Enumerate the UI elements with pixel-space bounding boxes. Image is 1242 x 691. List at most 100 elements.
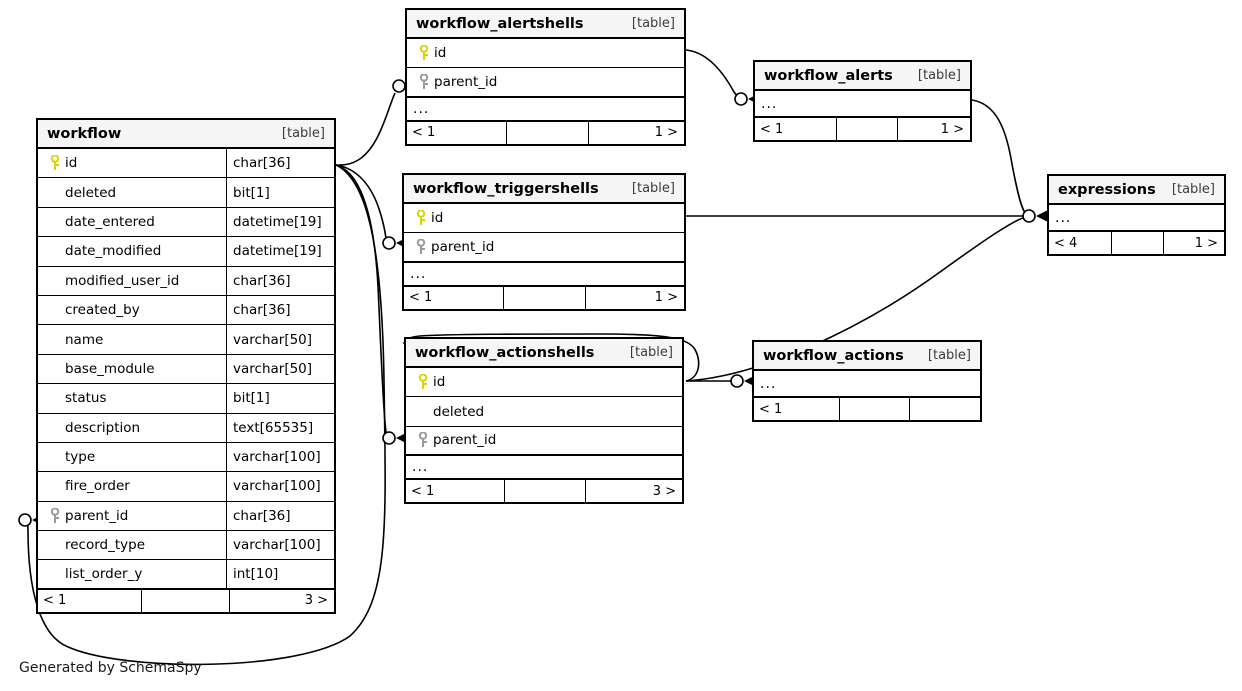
footer-parent-count: < 4	[1049, 232, 1112, 254]
table-row[interactable]: type varchar[100]	[38, 442, 334, 473]
edge-workflow-to-triggershells	[335, 164, 387, 239]
table-row[interactable]: deleted	[406, 397, 682, 427]
table-row[interactable]: parent_id	[406, 427, 682, 457]
table-more-columns-indicator: ...	[754, 371, 980, 398]
table-header-workflow-triggershells: workflow_triggershells [table]	[404, 175, 684, 204]
footer-parent-count: < 1	[755, 118, 837, 140]
column-name-cell: list_order_y	[38, 560, 226, 587]
table-row[interactable]: parent_id	[407, 68, 684, 98]
footer-child-count: 1 >	[654, 290, 678, 306]
table-row[interactable]: id	[406, 368, 682, 398]
column-label: modified_user_id	[65, 272, 180, 289]
table-kind-label: [table]	[1171, 182, 1215, 197]
column-type-cell: char[36]	[226, 501, 334, 531]
table-row[interactable]: base_module varchar[50]	[38, 354, 334, 385]
foreign-key-icon	[45, 507, 65, 524]
column-label: deleted	[433, 403, 485, 420]
column-label: list_order_y	[65, 566, 143, 583]
column-label: parent_id	[65, 507, 129, 524]
table-title: expressions	[1058, 181, 1156, 198]
table-title: workflow_triggershells	[413, 180, 599, 197]
column-type-cell: varchar[100]	[226, 442, 334, 472]
table-workflow-triggershells[interactable]: workflow_triggershells [table] id parent…	[402, 173, 686, 311]
table-workflow-actions[interactable]: workflow_actions [table] ... < 1	[752, 340, 982, 422]
table-row[interactable]: description text[65535]	[38, 413, 334, 443]
table-kind-label: [table]	[629, 345, 673, 360]
column-label: deleted	[65, 184, 117, 201]
table-title: workflow_actionshells	[415, 344, 595, 361]
primary-key-icon	[45, 155, 65, 171]
endpoint-circle-triggershells	[382, 236, 396, 250]
column-name-cell: deleted	[406, 397, 682, 425]
column-type-cell: bit[1]	[226, 178, 334, 207]
column-type-cell: varchar[100]	[226, 531, 334, 560]
footer-middle	[142, 589, 230, 612]
footer-parent-count: < 1	[754, 398, 840, 420]
column-name-cell: modified_user_id	[38, 267, 226, 295]
column-label: parent_id	[433, 432, 497, 449]
table-workflow-actionshells[interactable]: workflow_actionshells [table] id deleted	[404, 337, 684, 505]
column-label: type	[65, 449, 96, 466]
column-type-cell: char[36]	[226, 266, 334, 295]
foreign-key-icon	[411, 239, 431, 255]
footer-child-count: 3 >	[304, 593, 328, 609]
footer-middle	[507, 121, 589, 144]
endpoint-circle-alerts	[734, 92, 748, 106]
column-type-cell: char[36]	[226, 295, 334, 325]
table-workflow-alerts[interactable]: workflow_alerts [table] ... < 1 1 >	[753, 60, 972, 142]
column-type-cell: bit[1]	[226, 384, 334, 413]
table-kind-label: [table]	[631, 16, 675, 31]
foreign-key-icon	[414, 74, 434, 90]
column-type-cell: char[36]	[226, 149, 334, 178]
table-row[interactable]: date_modified datetime[19]	[38, 237, 334, 267]
table-row[interactable]: deleted bit[1]	[38, 178, 334, 208]
table-row[interactable]: parent_id	[404, 233, 684, 263]
footer-middle	[505, 480, 586, 503]
endpoint-circle-workflow-self	[18, 513, 32, 527]
table-title: workflow_actions	[763, 347, 904, 364]
foreign-key-icon	[413, 432, 433, 448]
table-row[interactable]: date_entered datetime[19]	[38, 207, 334, 238]
primary-key-icon	[413, 374, 433, 390]
table-row[interactable]: id	[407, 39, 684, 69]
table-row[interactable]: status bit[1]	[38, 384, 334, 414]
table-footer: < 1 3 >	[38, 589, 334, 612]
footer-parent-count: < 1	[406, 480, 505, 503]
column-name-cell: created_by	[38, 296, 226, 324]
table-row[interactable]: name varchar[50]	[38, 325, 334, 355]
table-workflow-alertshells[interactable]: workflow_alertshells [table] id parent_i…	[405, 8, 686, 146]
table-footer: < 1	[754, 398, 980, 420]
endpoint-circle-actions	[730, 374, 744, 388]
column-name-cell: fire_order	[38, 472, 226, 500]
table-row[interactable]: id	[404, 204, 684, 234]
table-kind-label: [table]	[281, 126, 325, 141]
table-row[interactable]: list_order_y int[10]	[38, 560, 334, 590]
table-row[interactable]: parent_id char[36]	[38, 501, 334, 532]
column-label: description	[65, 419, 141, 436]
column-label: parent_id	[431, 239, 495, 256]
column-type-cell: varchar[50]	[226, 354, 334, 384]
table-header-workflow-alerts: workflow_alerts [table]	[755, 62, 970, 91]
table-row[interactable]: fire_order varchar[100]	[38, 472, 334, 502]
edge-alertshells-to-alerts	[685, 49, 741, 100]
column-type-cell: datetime[19]	[226, 207, 334, 237]
table-workflow[interactable]: workflow [table] id char[36] deleted bit…	[36, 118, 336, 614]
column-label: id	[431, 210, 444, 227]
table-more-columns-indicator: ...	[404, 263, 684, 287]
column-label: id	[65, 155, 78, 172]
table-row[interactable]: modified_user_id char[36]	[38, 266, 334, 296]
table-row[interactable]: record_type varchar[100]	[38, 531, 334, 561]
table-row[interactable]: created_by char[36]	[38, 295, 334, 326]
table-expressions[interactable]: expressions [table] ... < 4 1 >	[1047, 174, 1226, 256]
table-more-columns-indicator: ...	[1049, 205, 1224, 232]
table-header-workflow-actionshells: workflow_actionshells [table]	[406, 339, 682, 368]
endpoint-circle-expressions	[1022, 209, 1036, 223]
column-label: date_modified	[65, 243, 162, 260]
footer-child-count: 1 >	[1194, 235, 1218, 251]
column-name-cell: status	[38, 384, 226, 412]
table-row[interactable]: id char[36]	[38, 149, 334, 179]
column-name-cell: description	[38, 414, 226, 442]
column-name-cell: id	[407, 39, 684, 67]
footer-child-count: 3 >	[652, 483, 676, 499]
endpoint-circle-actionshells	[382, 431, 396, 445]
